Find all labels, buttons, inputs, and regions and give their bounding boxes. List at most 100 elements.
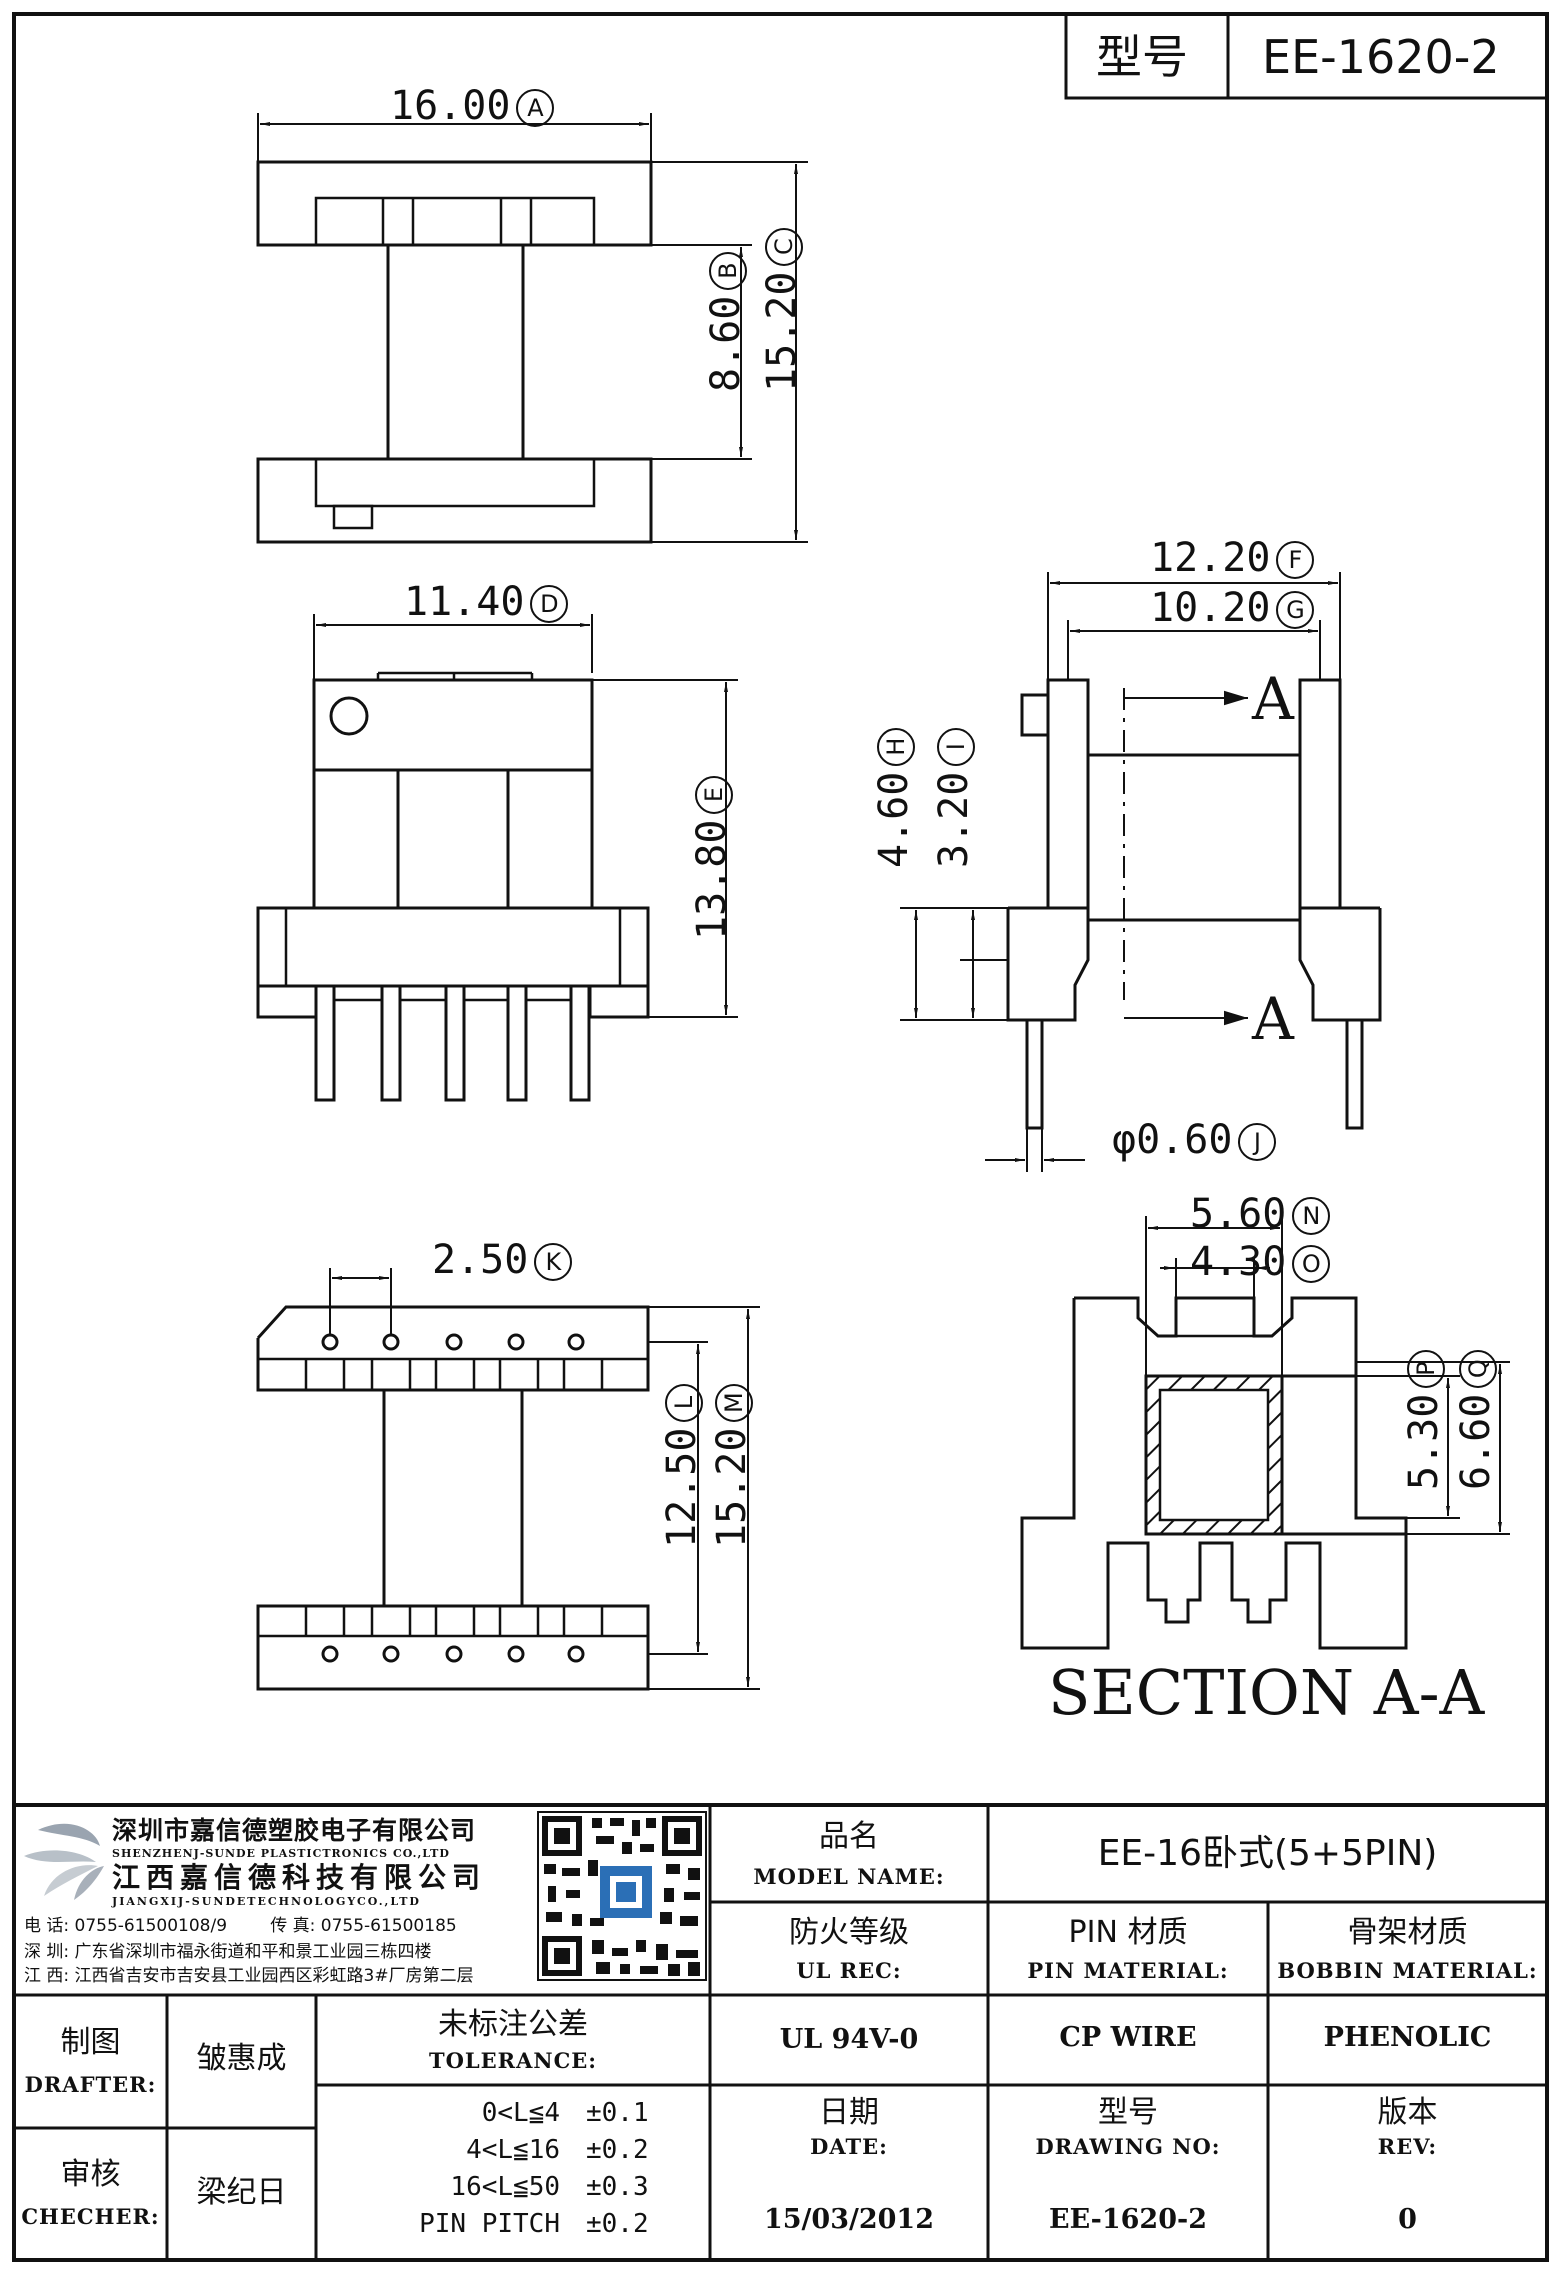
company-name-en-2: JIANGXIJ-SUNDETECHNOLOGYCO.,LTD [112, 1895, 421, 1908]
dim-j-mark: J [1238, 1123, 1277, 1161]
dim-f-mark: F [1276, 541, 1315, 579]
dim-i-mark: I [937, 727, 975, 766]
dim-i: 3.20 I [931, 727, 977, 868]
date-label-cn: 日期 [819, 2095, 879, 2130]
drawing-no-label-en: DRAWING NO: [1035, 2134, 1221, 2159]
dim-p-mark: P [1407, 1349, 1445, 1388]
dim-o-value: 4.30 [1190, 1239, 1287, 1285]
company-address-shenzhen: 深 圳: 广东省深圳市福永街道和平和景工业园三栋四楼 [24, 1942, 432, 1962]
dim-b: 8.60B [703, 251, 749, 392]
title-block-grid [14, 1803, 1547, 2260]
dim-a-value: 16.00 [390, 83, 511, 129]
checker-label-cn: 审核 [60, 2157, 121, 2192]
model-name-label-cn: 品名 [819, 1819, 879, 1854]
tolerance-label-cn: 未标注公差 [438, 2007, 588, 2042]
dim-h: 4.60H [871, 727, 917, 868]
dim-lines-side [900, 572, 1341, 1172]
dim-g-mark: G [1276, 591, 1315, 629]
rev-label-cn: 版本 [1377, 2095, 1438, 2130]
rev-value: 0 [1398, 2204, 1417, 2235]
tolerance-row: 4<L≦16 ±0.2 [330, 2131, 700, 2168]
checker-name: 梁纪日 [196, 2175, 287, 2210]
dim-b-mark: B [709, 251, 747, 290]
company-name-en-1: SHENZHENJ-SUNDE PLASTICTRONICS CO.,LTD [112, 1847, 450, 1860]
dim-q-mark: Q [1459, 1349, 1497, 1388]
dim-p: 5.30 P [1401, 1349, 1447, 1490]
model-name-label-en: MODEL NAME: [753, 1864, 945, 1889]
drawing-no-label-cn: 型号 [1098, 2095, 1158, 2130]
tolerance-value: ±0.2 [586, 2134, 649, 2165]
bottom-view [256, 1305, 650, 1691]
tolerance-row: 16<L≦50 ±0.3 [330, 2168, 700, 2205]
dim-l-mark: L [665, 1383, 703, 1422]
date-value: 15/03/2012 [763, 2204, 934, 2235]
dim-c-mark: C [765, 227, 803, 266]
dim-j-value: φ0.60 [1112, 1117, 1233, 1163]
tolerance-value: ±0.1 [586, 2097, 649, 2128]
dim-g-value: 10.20 [1150, 585, 1271, 631]
pin-material-value: CP WIRE [1059, 2022, 1197, 2053]
tolerance-range: 16<L≦50 [450, 2171, 560, 2202]
drafter-name: 皱惠成 [196, 2041, 287, 2076]
dim-k-mark: K [534, 1243, 573, 1281]
company-name-cn-1: 深圳市嘉信德塑胶电子有限公司 [112, 1816, 477, 1845]
bobbin-material-label-en: BOBBIN MATERIAL: [1277, 1958, 1538, 1983]
ul-label-cn: 防火等级 [789, 1915, 909, 1950]
dim-l-value: 12.50 [659, 1427, 705, 1548]
dim-lines-bottom [329, 1268, 760, 1690]
front-view [256, 671, 650, 1102]
bobbin-material-value: PHENOLIC [1323, 2022, 1492, 2053]
qr-code [537, 1811, 707, 1981]
bobbin-material-label-cn: 骨架材质 [1347, 1915, 1468, 1950]
checker-label-en: CHECHER: [21, 2204, 160, 2229]
tolerance-row: PIN PITCH ±0.2 [330, 2205, 700, 2242]
pin-material-label-cn: PIN 材质 [1068, 1915, 1188, 1950]
company-name-cn-2: 江西嘉信德科技有限公司 [112, 1861, 487, 1894]
dim-o-mark: O [1292, 1245, 1331, 1283]
model-name-value: EE-16卧式(5+5PIN) [1097, 1833, 1438, 1874]
tolerance-range: 0<L≦4 [481, 2097, 560, 2128]
dim-e: 13.80 E [689, 775, 735, 940]
tolerance-range: PIN PITCH [419, 2208, 560, 2239]
dim-n-mark: N [1292, 1197, 1331, 1235]
dim-lines-section [1145, 1216, 1510, 1535]
company-logo [24, 1823, 104, 1900]
dim-f-value: 12.20 [1150, 535, 1271, 581]
dim-m: 15.20M [709, 1383, 755, 1548]
company-phone-line: 电 话: 0755-61500108/9 传 真: 0755-61500185 [24, 1916, 457, 1936]
dim-e-value: 13.80 [689, 819, 735, 940]
tolerance-range: 4<L≦16 [466, 2134, 560, 2165]
drafter-label-cn: 制图 [60, 2025, 121, 2060]
dim-q: 6.60Q [1453, 1349, 1499, 1490]
ul-label-en: UL REC: [796, 1958, 902, 1983]
section-arrow-label-bottom: A [1252, 985, 1294, 1053]
dim-d-mark: D [530, 585, 569, 623]
tolerance-label-en: TOLERANCE: [428, 2048, 598, 2073]
dim-l: 12.50 L [659, 1383, 705, 1548]
ul-value: UL 94V-0 [779, 2024, 919, 2055]
dim-i-value: 3.20 [931, 771, 977, 868]
dim-k-value: 2.50 [432, 1237, 529, 1283]
header-box [1064, 12, 1549, 100]
dim-c-value: 15.20 [759, 271, 805, 392]
tolerance-value: ±0.2 [586, 2208, 649, 2239]
header-model-value: EE-1620-2 [1262, 30, 1500, 84]
tolerance-value: ±0.3 [586, 2171, 649, 2202]
header-model-label: 型号 [1096, 30, 1188, 84]
dim-p-value: 5.30 [1401, 1393, 1447, 1490]
tolerance-table: 0<L≦4 ±0.1 4<L≦16 ±0.2 16<L≦50 ±0.3 PIN … [330, 2094, 700, 2242]
pin-material-label-en: PIN MATERIAL: [1027, 1958, 1229, 1983]
dim-c: 15.20 C [759, 227, 805, 392]
dim-e-mark: E [695, 775, 733, 814]
drafter-label-en: DRAFTER: [24, 2072, 157, 2097]
dim-a-mark: A [516, 89, 555, 127]
dim-m-mark: M [715, 1383, 753, 1422]
side-view [1006, 678, 1382, 1130]
